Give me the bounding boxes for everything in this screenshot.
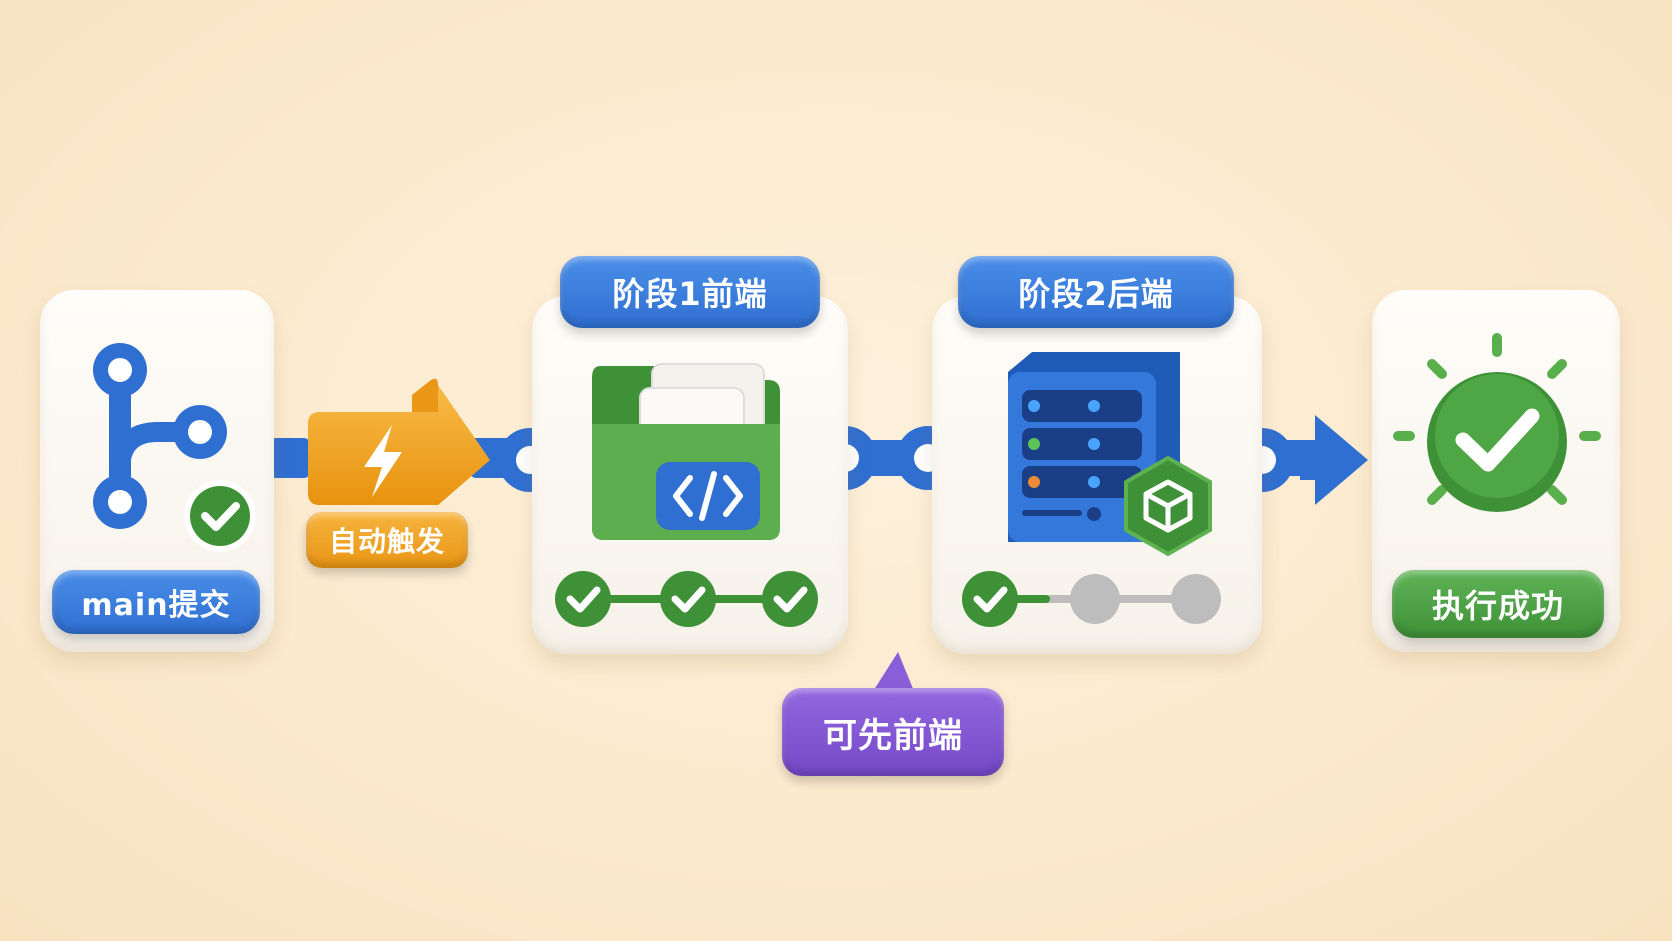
package-badge-icon bbox=[1124, 455, 1212, 557]
step-pending-icon bbox=[1070, 574, 1120, 624]
trigger-label: 自动触发 bbox=[306, 512, 468, 568]
commit-label: main提交 bbox=[52, 570, 260, 634]
connector-commit-trigger bbox=[270, 438, 310, 478]
step-done-icon bbox=[555, 571, 611, 627]
note-label: 可先前端 bbox=[782, 688, 1004, 776]
success-label: 执行成功 bbox=[1392, 570, 1604, 638]
lightning-icon bbox=[364, 425, 402, 497]
step-pending-icon bbox=[1171, 574, 1221, 624]
step-done-icon bbox=[660, 571, 716, 627]
stage2-label: 阶段2后端 bbox=[958, 256, 1234, 328]
stage1-label: 阶段1前端 bbox=[560, 256, 820, 328]
step-done-icon bbox=[762, 571, 818, 627]
check-badge-icon bbox=[184, 480, 256, 552]
arrow-head bbox=[1300, 415, 1368, 505]
step-done-icon bbox=[962, 571, 1018, 627]
